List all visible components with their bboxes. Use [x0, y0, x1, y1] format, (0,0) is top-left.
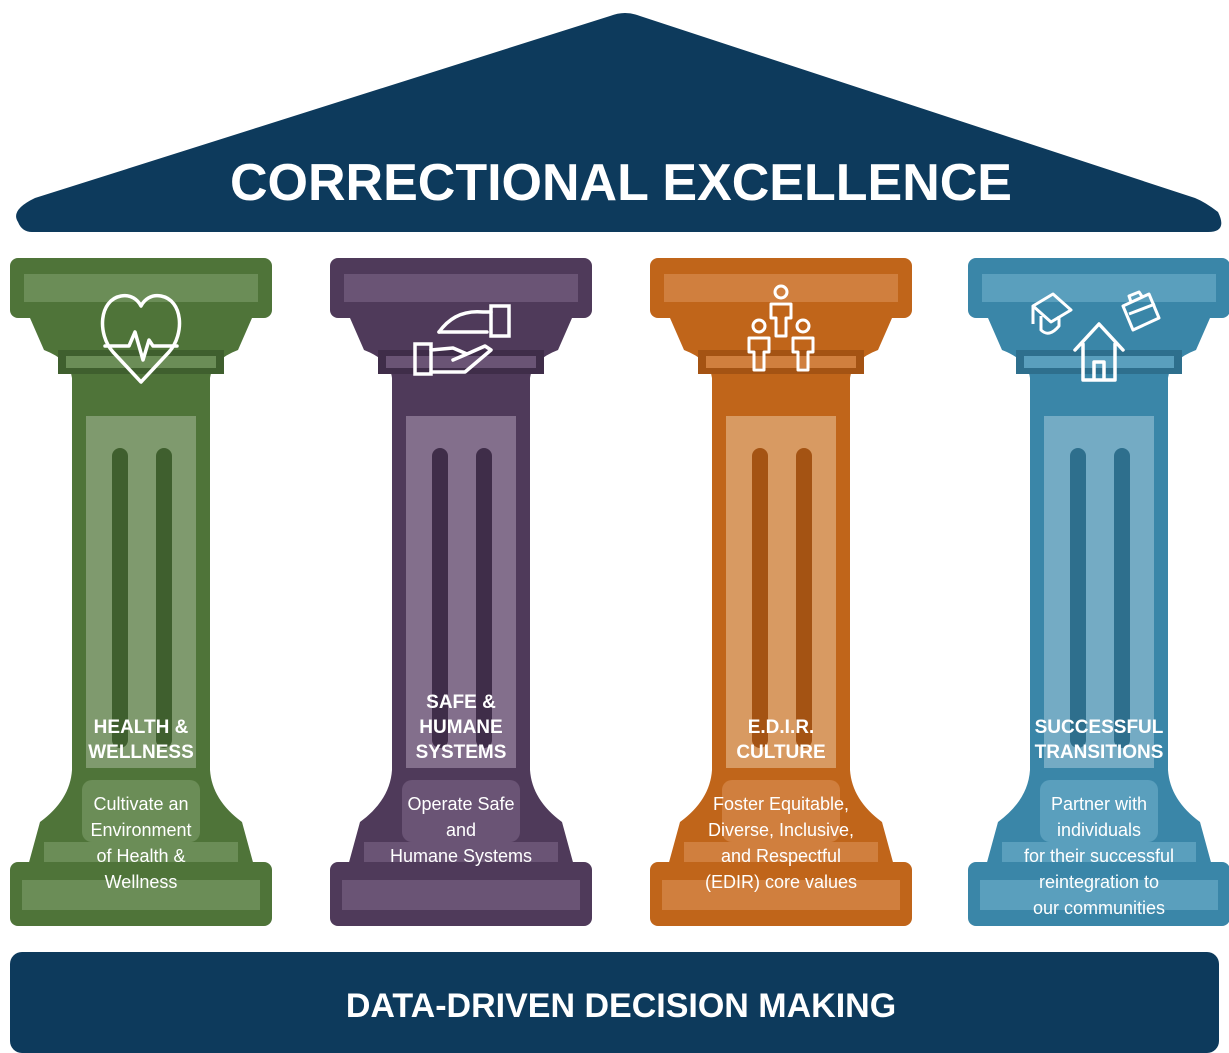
roof-title: CORRECTIONAL EXCELLENCE [230, 154, 1012, 212]
pillar-plinth-band [22, 880, 260, 910]
pillar-title-line: HEALTH & [94, 717, 189, 738]
helping-hands-icon [413, 304, 511, 376]
pillar-shaft-panel [86, 416, 196, 768]
foundation-shape [10, 952, 1219, 1053]
pillar-flute [432, 448, 448, 748]
pillar-capital-band [24, 274, 258, 302]
pillar-title-line: E.D.I.R. [748, 717, 815, 738]
pillar-description-line: for their successful [1024, 846, 1174, 866]
pillar-description-line: and Respectful [721, 846, 841, 866]
pillar-base-panel [82, 780, 200, 842]
pillar-description-line: reintegration to [1039, 872, 1159, 892]
pillar-base-band [44, 842, 238, 864]
house-education-career-icon [1031, 290, 1161, 382]
pillar-title-line: CULTURE [736, 742, 825, 763]
pillar-capital-band [344, 274, 578, 302]
pillar-description-line: Partner with [1051, 794, 1147, 814]
pillar-description-line: Humane Systems [390, 846, 532, 866]
people-group-icon [747, 284, 815, 372]
pillar-description-line: of Health & [96, 846, 185, 866]
pillar-description-line: Operate Safe [407, 794, 514, 814]
pillar-base-band [1002, 842, 1196, 864]
pillar-base-panel [1040, 780, 1158, 842]
pillar-description-line: individuals [1057, 820, 1141, 840]
pillar-flute [476, 448, 492, 748]
pillar-flute [1114, 448, 1130, 748]
pillar-title-line: SUCCESSFUL [1035, 717, 1164, 738]
pillar-description-line: Environment [90, 820, 191, 840]
pillar-flute [752, 448, 768, 748]
pillar-plinth-band [342, 880, 580, 910]
pillar-shaft-panel [726, 416, 836, 768]
pillar-collar-band [706, 356, 856, 368]
pillar-edir-culture: E.D.I.R. CULTURE Foster Equitable, Diverse,… [650, 258, 912, 926]
pillar-description-line: and [446, 820, 476, 840]
heart-pulse-icon [100, 293, 182, 384]
pillar-description-line: (EDIR) core values [705, 872, 857, 892]
pillar-successful-transitions: SUCCESSFUL TRANSITIONS Partner with individ… [968, 258, 1229, 926]
pillar-description-line: Wellness [105, 872, 178, 892]
foundation: DATA-DRIVEN DECISION MAKING [10, 952, 1219, 1053]
pillar-description-line: Cultivate an [93, 794, 188, 814]
pillar-safe-humane: SAFE & HUMANE SYSTEMS Operate Safe andHumane… [330, 258, 592, 926]
pillar-base-panel [722, 780, 840, 842]
pillar-collar-band [66, 356, 216, 368]
foundation-title: DATA-DRIVEN DECISION MAKING [346, 987, 896, 1025]
pillar-title-line: SYSTEMS [416, 742, 507, 763]
pillar-base-band [364, 842, 558, 864]
pillar-flute [112, 448, 128, 748]
pillar-description-line: Foster Equitable, [713, 794, 849, 814]
pillar-flute [1070, 448, 1086, 748]
pillar-capital-band [982, 274, 1216, 302]
pillar-title-line: TRANSITIONS [1035, 742, 1164, 763]
pillars-row: HEALTH & WELLNESS Cultivate an Environment o… [10, 258, 1229, 926]
pillar-plinth-band [662, 880, 900, 910]
pillar-description-line: Diverse, Inclusive, [708, 820, 854, 840]
pillar-description-line: our communities [1033, 898, 1165, 918]
pillar-plinth-band [980, 880, 1218, 910]
pillar-base-band [684, 842, 878, 864]
roof: CORRECTIONAL EXCELLENCE [16, 13, 1222, 232]
pillar-flute [156, 448, 172, 748]
roof-shape [16, 13, 1222, 232]
pillar-title-line: WELLNESS [88, 742, 194, 763]
pillar-base-panel [402, 780, 520, 842]
pillar-shaft-panel [1044, 416, 1154, 768]
pillar-flute [796, 448, 812, 748]
pillar-title-line: HUMANE [419, 717, 502, 738]
pillar-shaft-panel [406, 416, 516, 768]
pillar-collar-band [386, 356, 536, 368]
pillar-health-wellness: HEALTH & WELLNESS Cultivate an Environment o… [10, 258, 272, 926]
pillar-title-line: SAFE & [426, 692, 496, 713]
